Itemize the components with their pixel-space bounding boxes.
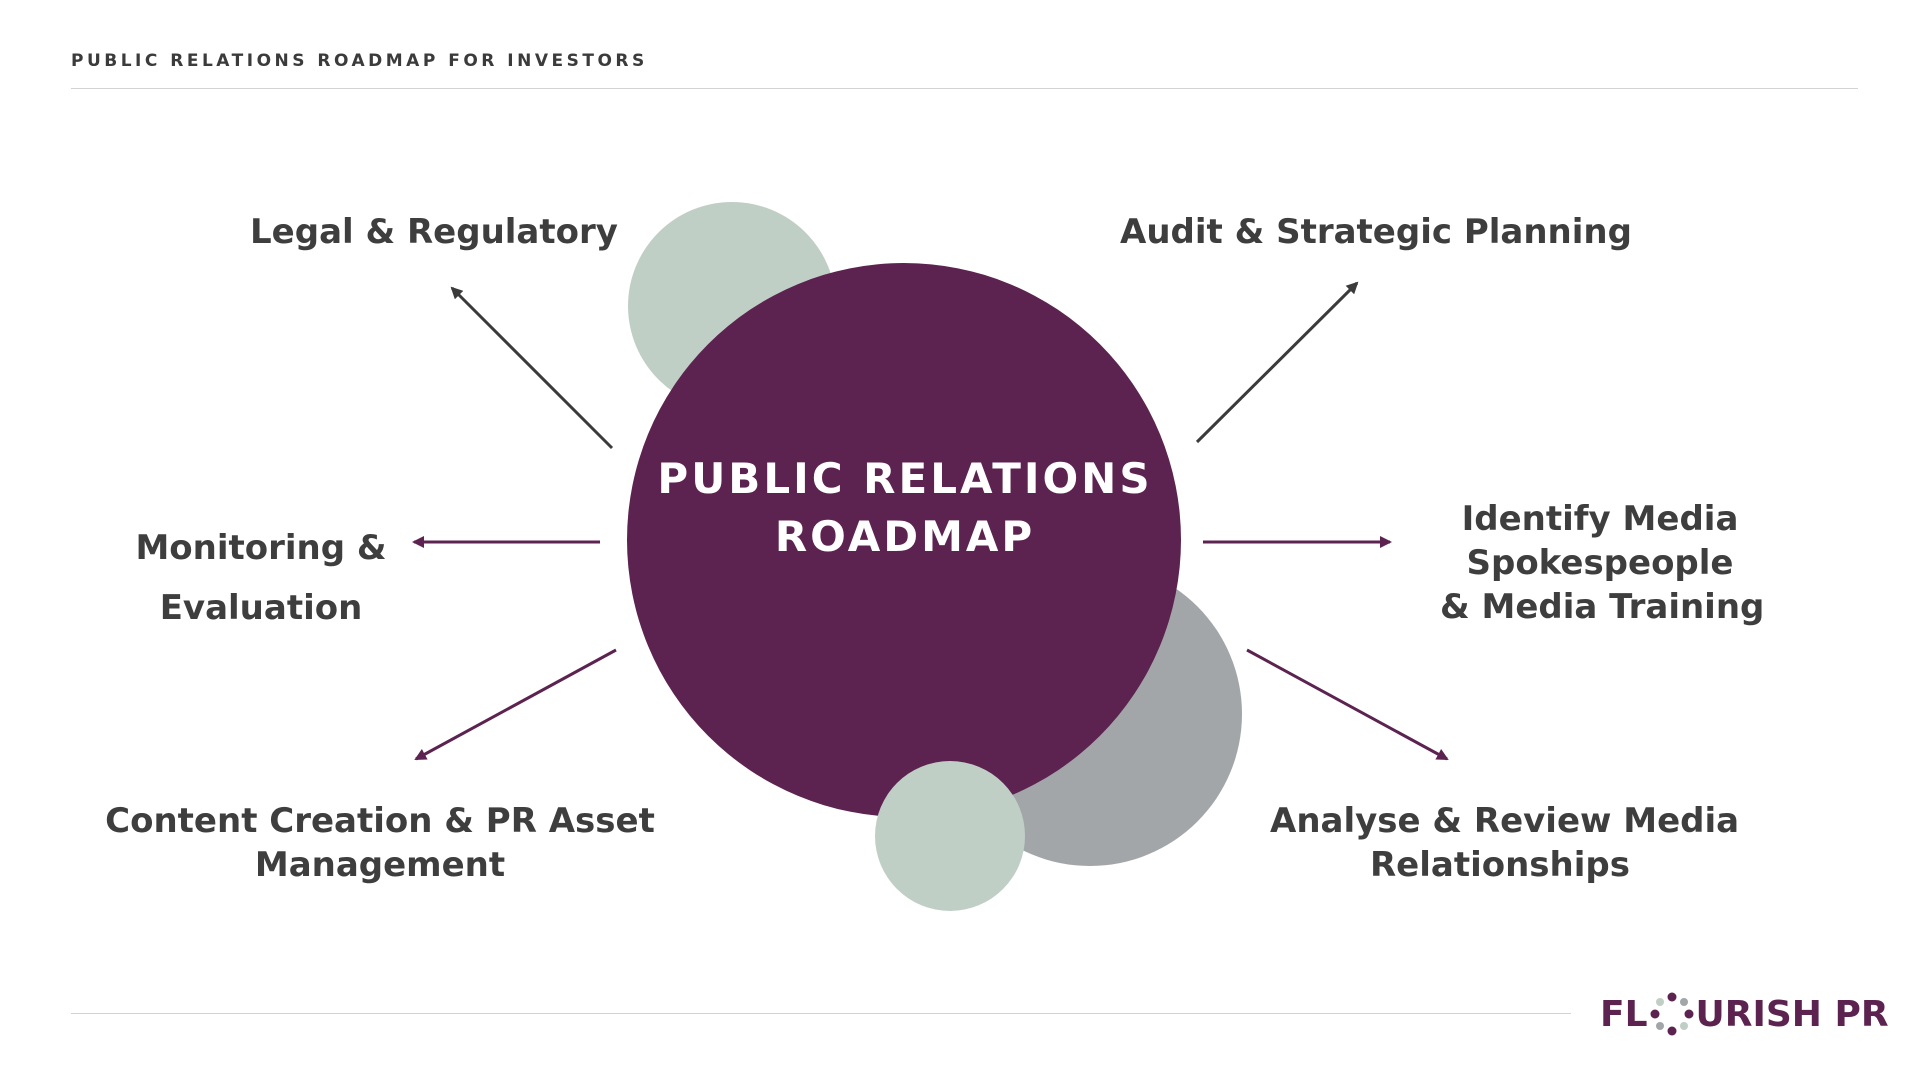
- node-media-line3: & Media Training: [1440, 587, 1765, 627]
- node-monitoring-line1: Monitoring &: [135, 528, 387, 568]
- node-media-line2: Spokespeople: [1466, 543, 1734, 583]
- flower-ring-icon: [1650, 992, 1694, 1036]
- arrow-to-content: [414, 648, 617, 761]
- flourish-pr-logo: FL URISH PR: [1600, 990, 1889, 1038]
- node-content-line2: Management: [254, 845, 506, 885]
- sage-circle-bottom: [875, 761, 1025, 911]
- node-relationships-line2: Relationships: [1370, 845, 1630, 885]
- hub-title: PUBLIC RELATIONS ROADMAP: [630, 450, 1180, 566]
- node-content-creation: Content Creation & PR Asset Management: [100, 799, 660, 887]
- arrow-to-relationships: [1246, 648, 1449, 761]
- arrow-to-legal: [450, 286, 614, 450]
- node-monitoring-line2: Evaluation: [159, 588, 363, 628]
- node-relationships-line1: Analyse & Review Media: [1270, 801, 1740, 841]
- node-audit-strategic-planning: Audit & Strategic Planning: [1120, 210, 1632, 254]
- node-media-line1: Identify Media: [1461, 499, 1739, 539]
- hub-circle: [627, 263, 1181, 817]
- logo-text-end: URISH PR: [1695, 993, 1889, 1035]
- node-audit-line1: Audit & Strategic Planning: [1120, 212, 1632, 252]
- node-media-relationships: Analyse & Review Media Relationships: [1270, 799, 1740, 887]
- slide-header-title: PUBLIC RELATIONS ROADMAP FOR INVESTORS: [71, 51, 648, 71]
- hub-title-line1: PUBLIC RELATIONS: [657, 454, 1153, 503]
- footer-divider: [71, 1013, 1571, 1014]
- header-divider: [71, 88, 1858, 89]
- logo-text-start: FL: [1600, 993, 1648, 1035]
- node-legal-line1: Legal & Regulatory: [250, 212, 618, 252]
- hub-title-line2: ROADMAP: [774, 512, 1036, 561]
- node-media-spokespeople-training: Identify Media Spokespeople & Media Trai…: [1440, 497, 1765, 629]
- node-legal-regulatory: Legal & Regulatory: [250, 210, 618, 254]
- arrow-to-audit: [1195, 281, 1359, 444]
- node-monitoring-evaluation: Monitoring & Evaluation: [130, 518, 392, 638]
- node-content-line1: Content Creation & PR Asset: [105, 801, 655, 841]
